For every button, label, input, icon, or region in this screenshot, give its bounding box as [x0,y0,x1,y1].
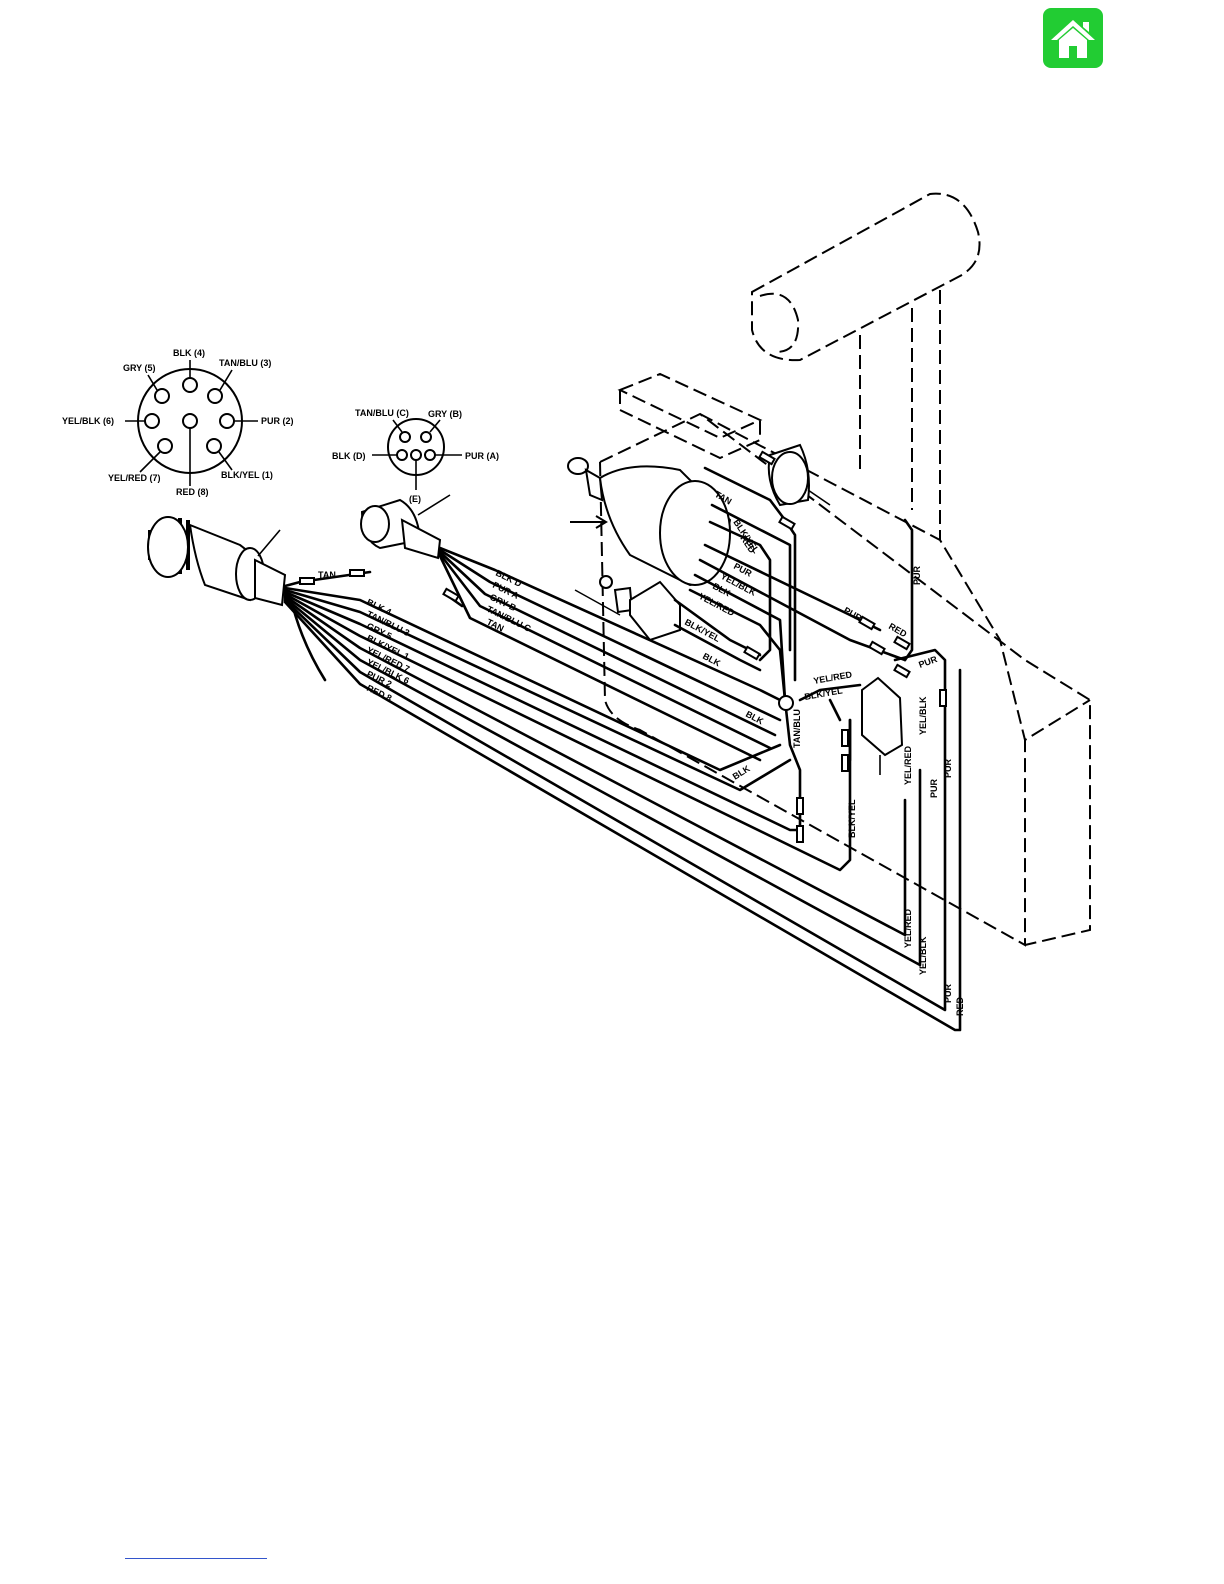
pin-label: GRY (B) [428,409,462,419]
horn [767,443,831,507]
wire-label: YEL/BLK [918,936,928,975]
pin-label: (E) [409,494,421,504]
terminals [299,450,947,843]
key-switch [567,457,732,587]
pin-label: GRY (5) [123,363,156,373]
harness-8pin: TAN [283,570,962,1032]
home-button[interactable] [1043,8,1103,68]
wire-label: PUR [943,758,953,778]
stop-switch [574,575,681,642]
wire-label: PUR [929,778,939,798]
wire-label: PUR [917,654,939,670]
wire-label: BLK/YEL [847,799,857,838]
wire-label: YEL/RED [903,908,913,948]
control-box-outline [599,192,1091,947]
stop-switch-wires: BLK/YEL BLK [683,617,722,669]
plug-8pin [147,516,287,607]
footer-rule [125,1558,267,1559]
wire-label: YEL/RED [813,669,854,686]
wire-label: YEL/BLK [918,696,928,735]
neutral-switch [861,676,904,775]
wire-label: RED [955,996,965,1016]
connector-8pin-face: BLK (4) TAN/BLU (3) GRY (5) YEL/BLK (6) … [62,348,294,497]
wire-label: BLK/YEL [804,685,844,702]
pin-label: PUR (A) [465,451,499,461]
pin-label: TAN/BLU (C) [355,408,409,418]
wire-label: PUR [912,565,922,585]
pin-label: BLK/YEL (1) [221,470,273,480]
pin-label: YEL/BLK (6) [62,416,114,426]
plug-5pin [360,494,451,560]
wire-label: PUR [943,983,953,1003]
pin-label: PUR (2) [261,416,294,426]
wire-label: TAN/BLU [792,709,802,748]
exit-labels: YEL/RED YEL/BLK PUR RED [903,908,965,1016]
harness-8pin-labels: BLK 4 TAN/BLU 3 GRY 5 BLK/YEL 1 YEL/RED … [365,597,411,704]
pin-label: TAN/BLU (3) [219,358,271,368]
pin-label: BLK (D) [332,451,366,461]
wire-label: YEL/RED [903,745,913,785]
wire-label: BLK [731,763,752,782]
connector-5pin-face: TAN/BLU (C) GRY (B) BLK (D) PUR (A) (E) [332,408,499,504]
pin-label: BLK (4) [173,348,205,358]
pin-label: RED (8) [176,487,209,497]
pin-label: YEL/RED (7) [108,473,161,483]
wire-label: TAN [318,570,336,580]
home-icon [1043,8,1103,68]
